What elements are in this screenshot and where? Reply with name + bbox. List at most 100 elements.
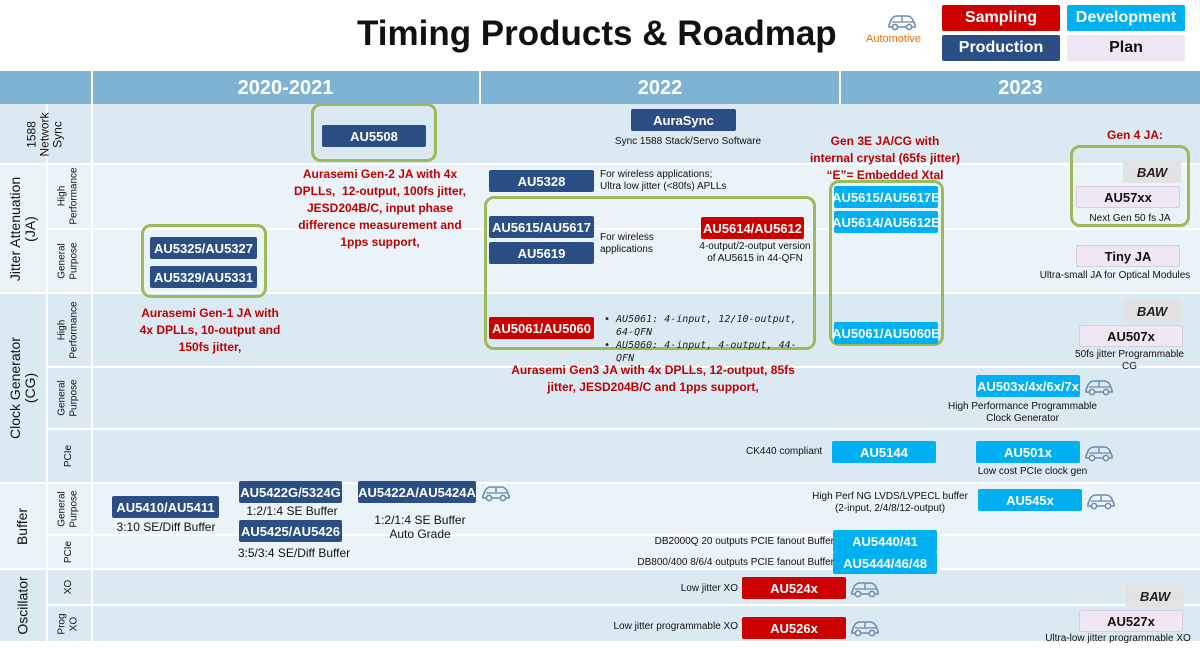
chip-au545x: AU545x xyxy=(978,489,1082,511)
grid-line xyxy=(47,534,1200,536)
page-title: Timing Products & Roadmap xyxy=(357,14,837,53)
legend-production: Production xyxy=(942,35,1060,61)
chip-aurasync: AuraSync xyxy=(631,109,736,131)
chip-au507x: AU507x xyxy=(1079,325,1183,347)
subcategory-oscillator-prog-xo: Prog XO xyxy=(57,612,80,635)
chip-au5615-au5617e: AU5615/AU5617E xyxy=(832,186,940,208)
note-aurasync: Sync 1588 Stack/Servo Software xyxy=(614,136,762,147)
chip-au527x: AU527x xyxy=(1079,610,1183,632)
note-au545x: High Perf NG LVDS/LVPECL buffer (2-input… xyxy=(812,491,968,514)
chip-au5508: AU5508 xyxy=(322,125,426,147)
note-gen3e: Gen 3E JA/CG with internal crystal (65fs… xyxy=(809,134,961,182)
category-oscillator: Oscillator xyxy=(14,575,31,635)
note-au5440: DB2000Q 20 outputs PCIE fanout Buffer xyxy=(654,536,834,547)
chip-au5440-41: AU5440/41 xyxy=(833,530,937,552)
note-au5425: 3:5/3:4 SE/Diff Buffer xyxy=(237,546,351,560)
note-au5328: For wireless applications; Ultra low jit… xyxy=(600,169,727,192)
grid-line xyxy=(47,428,1200,430)
note-au5422g: 1:2/1:4 SE Buffer xyxy=(246,504,338,518)
category-clock-generator: Clock Generator (CG) xyxy=(7,337,38,439)
subcategory-cg-general: General Purpose xyxy=(57,379,80,417)
chip-au503x: AU503x/4x/6x/7x xyxy=(976,375,1080,397)
chip-au5144: AU5144 xyxy=(832,441,936,463)
baw-badge: BAW xyxy=(1123,161,1181,183)
note-au5410: 3:10 SE/Diff Buffer xyxy=(116,520,216,534)
year-2023: 2023 xyxy=(998,76,1043,99)
car-icon xyxy=(1083,378,1115,396)
subcategory-ja-general: General Purpose xyxy=(57,242,80,280)
highlight-box xyxy=(484,196,816,350)
highlight-box xyxy=(141,224,267,298)
note-gen3: Aurasemi Gen3 JA with 4x DPLLs, 12-outpu… xyxy=(511,363,795,394)
note-gen1: Aurasemi Gen-1 JA with 4x DPLLs, 10-outp… xyxy=(139,306,281,354)
note-au527x: Ultra-low jitter programmable XO xyxy=(1045,633,1191,644)
legend-development: Development xyxy=(1067,5,1185,31)
car-icon xyxy=(849,619,881,637)
grid-line xyxy=(46,104,48,641)
chip-au5422a-au5424a: AU5422A/AU5424A xyxy=(358,481,476,503)
grid-line xyxy=(0,292,1200,294)
chip-au5425-au5426: AU5425/AU5426 xyxy=(239,520,342,542)
subcategory-cg-pcie: PCIe xyxy=(62,444,74,468)
note-au524x: Low jitter XO xyxy=(680,583,738,594)
note-au503x: High Performance Programmable Clock Gene… xyxy=(948,401,1097,424)
grid-line xyxy=(839,71,841,104)
legend-sampling: Sampling xyxy=(942,5,1060,31)
car-icon xyxy=(886,13,918,31)
note-au507x: 50fs jitter Programmable CG xyxy=(1075,349,1184,372)
legend-plan: Plan xyxy=(1067,35,1185,61)
note-gen4: Gen 4 JA: xyxy=(1106,128,1163,142)
year-2022: 2022 xyxy=(637,76,683,99)
note-tiny-ja: Ultra-small JA for Optical Modules xyxy=(1039,270,1191,281)
note-au526x: Low jitter programmable XO xyxy=(613,621,739,632)
grid-line xyxy=(47,228,1200,230)
note-au5615: For wireless applications xyxy=(600,232,654,255)
chip-au5410-au5411: AU5410/AU5411 xyxy=(112,496,219,518)
subcategory-ja-high: High Performance xyxy=(57,167,80,225)
chip-au526x: AU526x xyxy=(742,617,846,639)
category-network-sync: 1588 Network Sync xyxy=(24,111,65,157)
baw-badge: BAW xyxy=(1123,300,1181,322)
chip-au5061-au5060: AU5061/AU5060 xyxy=(489,317,594,339)
grid-line xyxy=(91,71,93,641)
legend-automotive: Automotive xyxy=(866,33,922,45)
chip-au5325-au5327: AU5325/AU5327 xyxy=(150,237,257,259)
chip-au57xx: AU57xx xyxy=(1076,186,1180,208)
chip-au5615-au5617: AU5615/AU5617 xyxy=(489,216,594,238)
note-au501x: Low cost PCIe clock gen xyxy=(977,466,1088,477)
grid-line xyxy=(479,71,481,104)
grid-line xyxy=(47,366,1200,368)
chip-au524x: AU524x xyxy=(742,577,846,599)
note-gen2: Aurasemi Gen-2 JA with 4x DPLLs, 12-outp… xyxy=(293,167,467,249)
highlight-box xyxy=(1070,145,1190,227)
year-2020-2021: 2020-2021 xyxy=(237,76,334,99)
chip-au501x: AU501x xyxy=(976,441,1080,463)
chip-au5329-au5331: AU5329/AU5331 xyxy=(150,266,257,288)
chip-au5061-au5060e: AU5061/AU5060E xyxy=(832,322,940,344)
band-network-sync xyxy=(0,104,1200,164)
chip-au5619: AU5619 xyxy=(489,242,594,264)
chip-au5444-46-48: AU5444/46/48 xyxy=(833,552,937,574)
baw-badge: BAW xyxy=(1126,585,1184,607)
highlight-box xyxy=(829,180,944,346)
car-icon xyxy=(1083,444,1115,462)
year-header xyxy=(0,71,1200,104)
grid-line xyxy=(0,482,1200,484)
subcategory-oscillator-xo: XO xyxy=(62,579,74,594)
note-au5061-details: • AU5061: 4-input, 12/10-output, 64-QFN … xyxy=(604,314,797,364)
note-au5444: DB800/400 8/6/4 outputs PCIE fanout Buff… xyxy=(637,557,834,568)
chip-au5422g: AU5422G/5324G xyxy=(239,481,342,503)
chip-au5614-au5612: AU5614/AU5612 xyxy=(701,217,804,239)
highlight-box xyxy=(311,103,437,162)
category-jitter-attenuation: Jitter Attenuation (JA) xyxy=(7,176,39,281)
note-au5614: 4-output/2-output version of AU5615 in 4… xyxy=(699,241,811,264)
grid-line xyxy=(47,604,1200,606)
grid-line xyxy=(0,568,1200,570)
subcategory-buffer-pcie: PCIe xyxy=(62,540,74,564)
car-icon xyxy=(1085,492,1117,510)
subcategory-cg-high: High Performance xyxy=(57,300,80,359)
grid-line xyxy=(0,163,1200,165)
note-au5422a: 1:2/1:4 SE Buffer Auto Grade xyxy=(374,513,466,541)
chip-au5614-au5612e: AU5614/AU5612E xyxy=(832,211,940,233)
note-au57xx: Next Gen 50 fs JA xyxy=(1089,213,1171,224)
